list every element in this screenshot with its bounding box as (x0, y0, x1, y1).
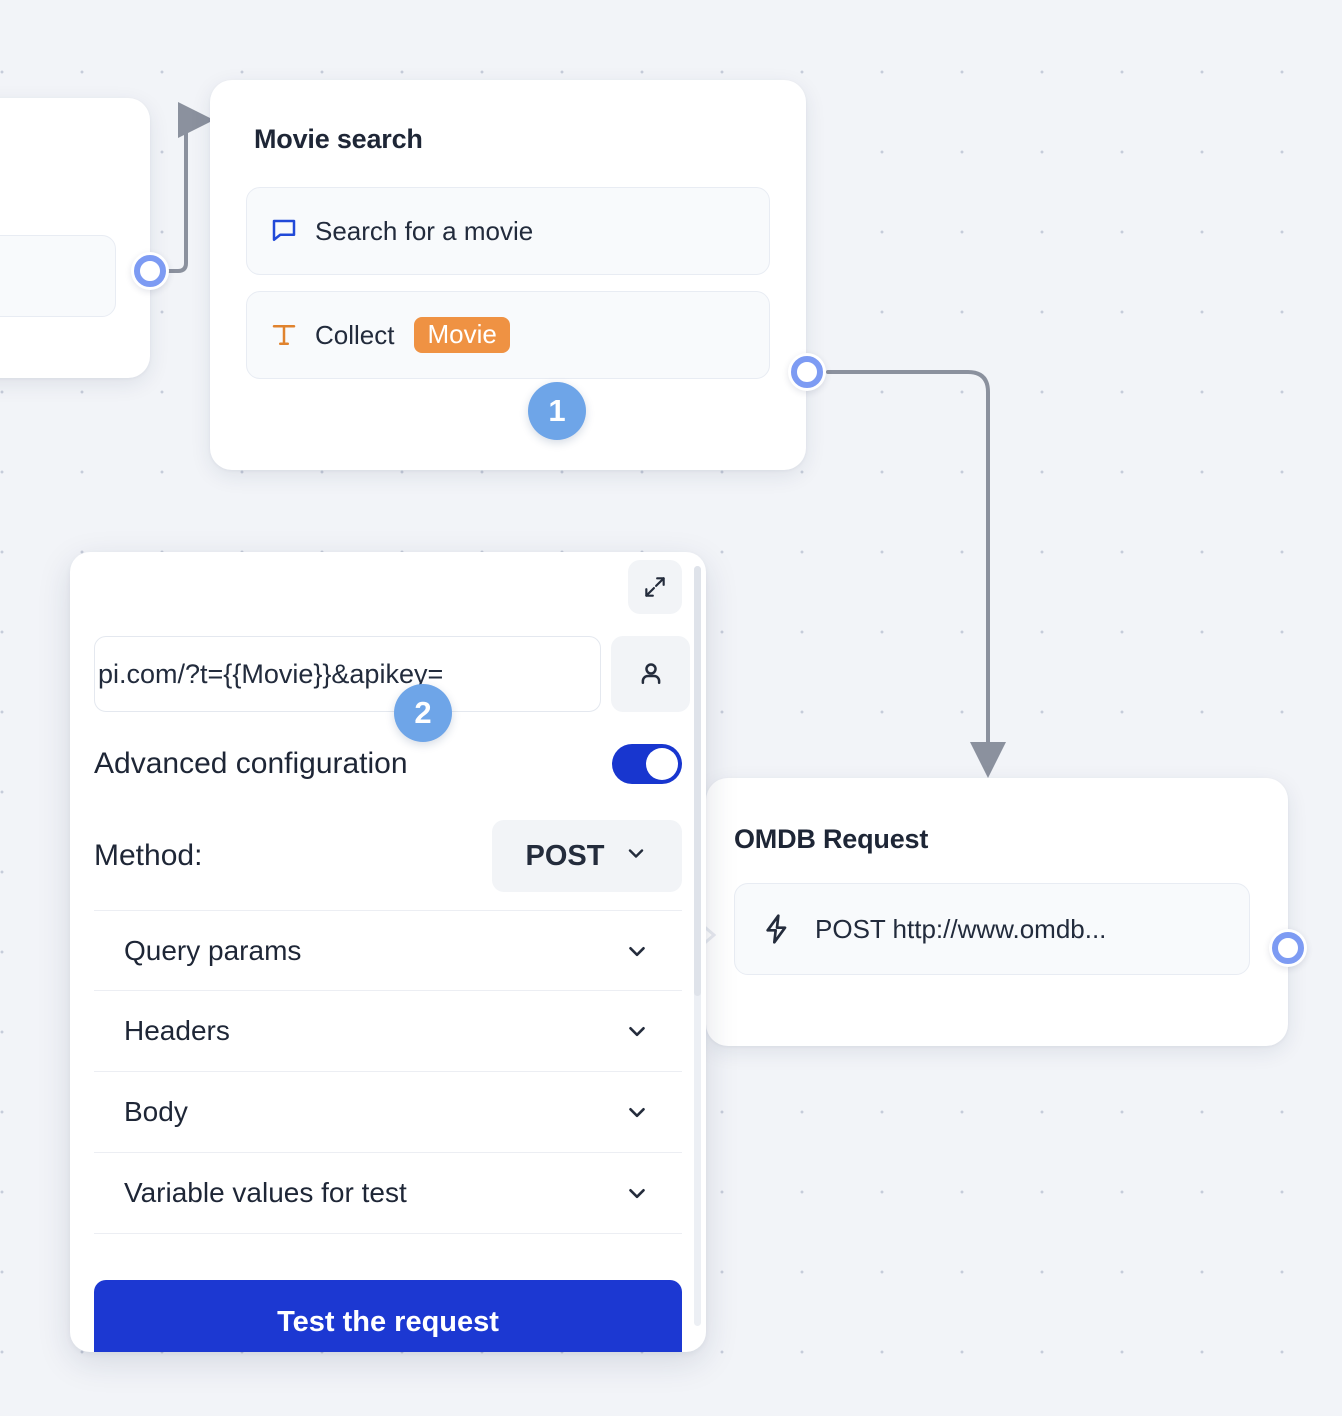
movie-search-title: Movie search (254, 124, 423, 154)
omdb-request-row-post-label: POST http://www.omdb... (815, 913, 1107, 944)
accordion-body[interactable]: Body (94, 1072, 682, 1153)
url-row: pi.com/?t={{Movie}}&apikey= (94, 636, 690, 712)
step-badge-2: 2 (394, 684, 452, 742)
test-the-request-button[interactable]: Test the request (94, 1280, 682, 1352)
connector-dot-left-node-output[interactable] (131, 252, 169, 290)
url-input-value: pi.com/?t={{Movie}}&apikey= (98, 658, 444, 689)
chevron-down-icon[interactable] (624, 1018, 682, 1044)
partial-node-card[interactable] (0, 98, 150, 378)
accordion-query-params[interactable]: Query params (94, 910, 682, 991)
edge-movie-to-omdb (826, 370, 1006, 778)
movie-search-rows: Search for a movie Collect Movie (246, 187, 770, 379)
lightning-bolt-icon (761, 913, 793, 945)
text-type-icon (269, 320, 299, 350)
request-config-panel-body: pi.com/?t={{Movie}}&apikey= Advanced con… (70, 552, 706, 1352)
accordion-query-params-label: Query params (124, 934, 302, 966)
url-input[interactable]: pi.com/?t={{Movie}}&apikey= (94, 636, 601, 712)
movie-search-node[interactable]: Movie search Search for a movie (210, 80, 806, 470)
chevron-down-icon (624, 840, 648, 873)
partial-node-row[interactable] (0, 235, 116, 317)
movie-search-row-search[interactable]: Search for a movie (246, 187, 770, 275)
edge-left-to-movie (166, 102, 214, 273)
method-select[interactable]: POST (492, 820, 682, 892)
expand-icon[interactable] (628, 560, 682, 614)
request-config-panel[interactable]: pi.com/?t={{Movie}}&apikey= Advanced con… (70, 552, 706, 1352)
step-badge-1: 1 (528, 382, 586, 440)
omdb-request-row-post[interactable]: POST http://www.omdb... (734, 883, 1250, 975)
method-select-value: POST (525, 839, 605, 872)
movie-search-row-search-label: Search for a movie (315, 215, 534, 246)
movie-search-row-collect[interactable]: Collect Movie (246, 291, 770, 379)
connector-dot-omdb-output[interactable] (1269, 929, 1307, 967)
movie-search-row-collect-label: Collect (315, 319, 395, 350)
advanced-configuration-toggle[interactable] (612, 744, 682, 784)
chevron-down-icon[interactable] (624, 938, 682, 964)
advanced-configuration-label: Advanced configuration (94, 747, 408, 780)
omdb-request-rows: POST http://www.omdb... (734, 883, 1250, 975)
chevron-down-icon[interactable] (624, 1180, 682, 1206)
omdb-request-title: OMDB Request (734, 824, 929, 854)
accordion-list: Query params Headers Body (94, 910, 682, 1234)
speech-bubble-icon (269, 216, 299, 246)
panel-scrollbar[interactable] (694, 566, 701, 1326)
method-label: Method: (94, 839, 203, 872)
accordion-headers-label: Headers (124, 1015, 230, 1046)
accordion-variable-values-for-test-label: Variable values for test (124, 1177, 407, 1208)
accordion-body-label: Body (124, 1096, 188, 1127)
advanced-configuration-row: Advanced configuration (94, 744, 682, 784)
variable-tag-movie[interactable]: Movie (414, 317, 510, 353)
accordion-headers[interactable]: Headers (94, 991, 682, 1072)
chevron-down-icon[interactable] (624, 1099, 682, 1125)
omdb-request-node[interactable]: OMDB Request POST http://www.omdb... (706, 778, 1288, 1046)
method-row: Method: POST (94, 820, 682, 892)
accordion-variable-values-for-test[interactable]: Variable values for test (94, 1153, 682, 1234)
connector-dot-movie-search-output[interactable] (788, 353, 826, 391)
person-icon[interactable] (611, 636, 690, 712)
